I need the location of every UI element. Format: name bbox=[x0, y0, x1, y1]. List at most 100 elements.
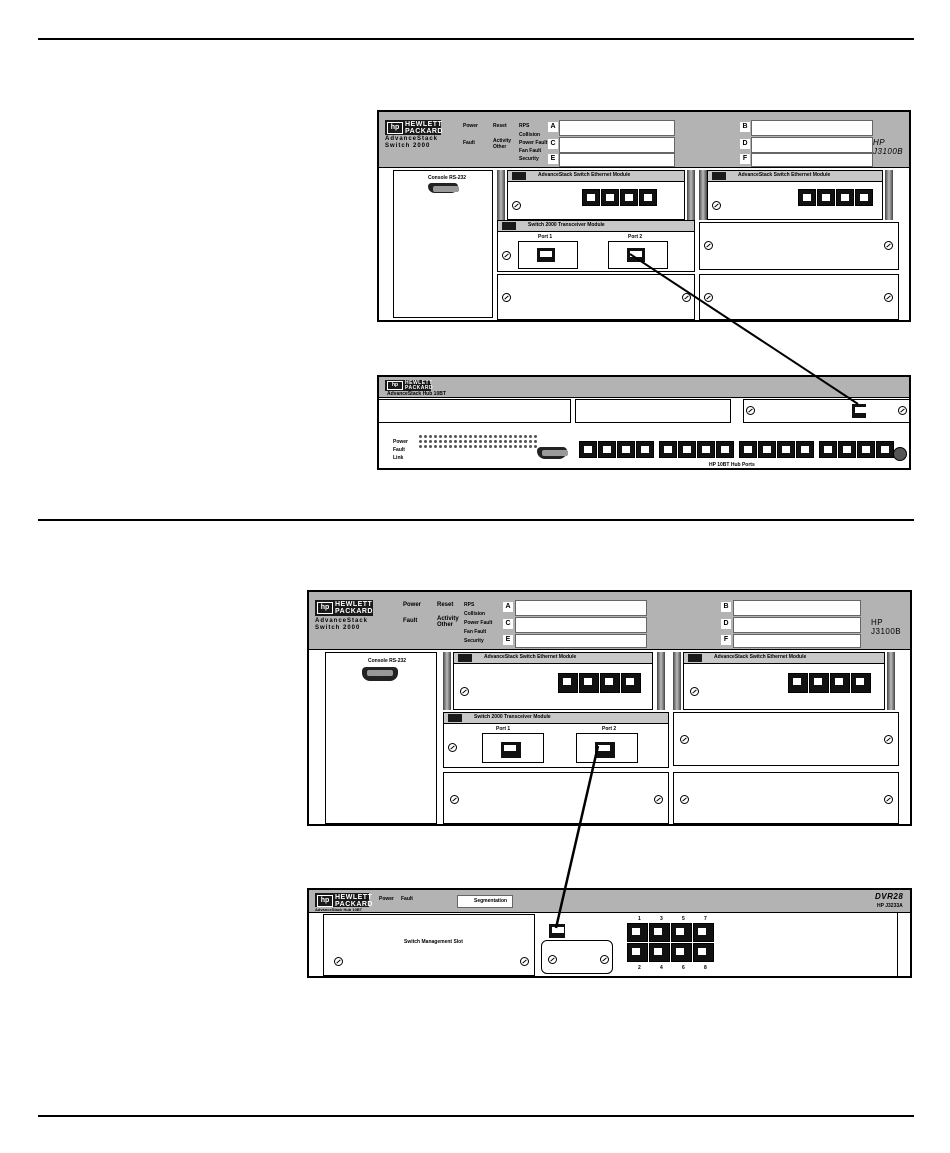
middle-divider-rule bbox=[38, 519, 914, 521]
rj45-port[interactable] bbox=[600, 673, 620, 693]
empty-slot-e bbox=[443, 772, 669, 824]
hub-center-slot bbox=[575, 399, 731, 423]
rj45-port[interactable] bbox=[636, 441, 654, 458]
rj45-port[interactable] bbox=[693, 923, 714, 942]
rj45-port[interactable] bbox=[579, 673, 599, 693]
transceiver-door bbox=[541, 940, 613, 974]
rj45-port[interactable] bbox=[621, 673, 641, 693]
ethernet-module-slot-b: AdvanceStack Switch Ethernet Module bbox=[683, 652, 885, 710]
screw bbox=[600, 955, 609, 964]
rj45-port[interactable] bbox=[617, 441, 635, 458]
module-bracket bbox=[657, 652, 665, 710]
console-port[interactable] bbox=[362, 667, 398, 681]
uplink-port-1[interactable] bbox=[537, 248, 555, 262]
screw bbox=[690, 687, 699, 696]
rj45-port[interactable] bbox=[788, 673, 808, 693]
rj45-port[interactable] bbox=[809, 673, 829, 693]
rj45-port[interactable] bbox=[671, 923, 692, 942]
slot-status-e bbox=[515, 634, 647, 648]
hub-uplink-port[interactable] bbox=[852, 404, 867, 418]
slot-status-f bbox=[751, 153, 873, 167]
rj45-port[interactable] bbox=[716, 441, 734, 458]
model-number: HP J3100B bbox=[871, 618, 902, 636]
slot-letter-c: C bbox=[503, 619, 513, 629]
led-power-label: Power bbox=[463, 123, 479, 129]
hub-led-grid bbox=[419, 435, 537, 448]
port2-label: Port 2 bbox=[628, 234, 643, 240]
rj45-port[interactable] bbox=[627, 943, 648, 962]
legend-link: Link bbox=[393, 455, 404, 461]
rj45-port[interactable] bbox=[639, 189, 657, 206]
slot-status-d bbox=[751, 137, 873, 153]
rj45-port[interactable] bbox=[758, 441, 776, 458]
console-panel: Console RS-232 bbox=[325, 652, 437, 824]
hub-transceiver-slot bbox=[743, 399, 909, 423]
transceiver-2 bbox=[608, 241, 668, 269]
rj45-port[interactable] bbox=[671, 943, 692, 962]
rj45-port[interactable] bbox=[697, 441, 715, 458]
rj45-port[interactable] bbox=[838, 441, 856, 458]
screw bbox=[460, 687, 469, 696]
rj45-port[interactable] bbox=[817, 189, 835, 206]
rj45-port[interactable] bbox=[739, 441, 757, 458]
transceiver-module-slot-c: Switch 2000 Transceiver Module Port 1 Po… bbox=[497, 220, 695, 272]
rj45-port[interactable] bbox=[851, 673, 871, 693]
hub-product-name: AdvanceStack Hub 10BT bbox=[315, 907, 363, 912]
slot-status-b bbox=[751, 120, 873, 136]
rj45-port[interactable] bbox=[558, 673, 578, 693]
hub-console-port[interactable] bbox=[537, 447, 568, 459]
uplink-port-2[interactable] bbox=[627, 248, 645, 262]
slot-status-d bbox=[733, 617, 861, 633]
rj45-port[interactable] bbox=[798, 189, 816, 206]
rj45-port[interactable] bbox=[620, 189, 638, 206]
hub-round-indicator bbox=[893, 447, 907, 461]
console-port[interactable] bbox=[428, 183, 459, 193]
screw bbox=[682, 293, 691, 302]
rj45-port[interactable] bbox=[796, 441, 814, 458]
screw bbox=[520, 957, 529, 966]
screw bbox=[502, 293, 511, 302]
model-number: HP J3100B bbox=[873, 138, 904, 156]
rj45-port[interactable] bbox=[836, 189, 854, 206]
status-power-fault-label: Power Fault bbox=[519, 140, 548, 146]
screw bbox=[704, 241, 713, 250]
slot-letter-a: A bbox=[548, 122, 558, 132]
rj45-port[interactable] bbox=[659, 441, 677, 458]
empty-slot-d bbox=[673, 712, 899, 766]
rj45-port[interactable] bbox=[876, 441, 894, 458]
slot-status-e bbox=[559, 153, 675, 167]
rj45-port[interactable] bbox=[579, 441, 597, 458]
rj45-port[interactable] bbox=[582, 189, 600, 206]
status-fan-fault-label: Fan Fault bbox=[519, 148, 542, 154]
rj45-port[interactable] bbox=[678, 441, 696, 458]
uplink-port-1[interactable] bbox=[501, 742, 521, 758]
hub-uplink-port[interactable] bbox=[549, 924, 565, 938]
rj45-port[interactable] bbox=[693, 943, 714, 962]
screw bbox=[712, 201, 721, 210]
rj45-port[interactable] bbox=[627, 923, 648, 942]
management-slot: Switch Management Slot bbox=[323, 914, 535, 976]
port2-label: Port 2 bbox=[602, 726, 617, 732]
screw bbox=[898, 406, 907, 415]
rj45-port[interactable] bbox=[649, 923, 670, 942]
screw bbox=[680, 795, 689, 804]
rj45-port[interactable] bbox=[601, 189, 619, 206]
hub-left-bay bbox=[379, 399, 571, 423]
slot-letter-e: E bbox=[503, 635, 513, 645]
uplink-port-2[interactable] bbox=[595, 742, 615, 758]
screw bbox=[334, 957, 343, 966]
rj45-port[interactable] bbox=[830, 673, 850, 693]
rj45-port[interactable] bbox=[819, 441, 837, 458]
rj45-port[interactable] bbox=[857, 441, 875, 458]
rj45-port[interactable] bbox=[855, 189, 873, 206]
rj45-port[interactable] bbox=[649, 943, 670, 962]
module-bracket bbox=[887, 652, 895, 710]
rj45-port[interactable] bbox=[598, 441, 616, 458]
rj45-port[interactable] bbox=[777, 441, 795, 458]
status-collision-label: Collision bbox=[464, 611, 486, 617]
